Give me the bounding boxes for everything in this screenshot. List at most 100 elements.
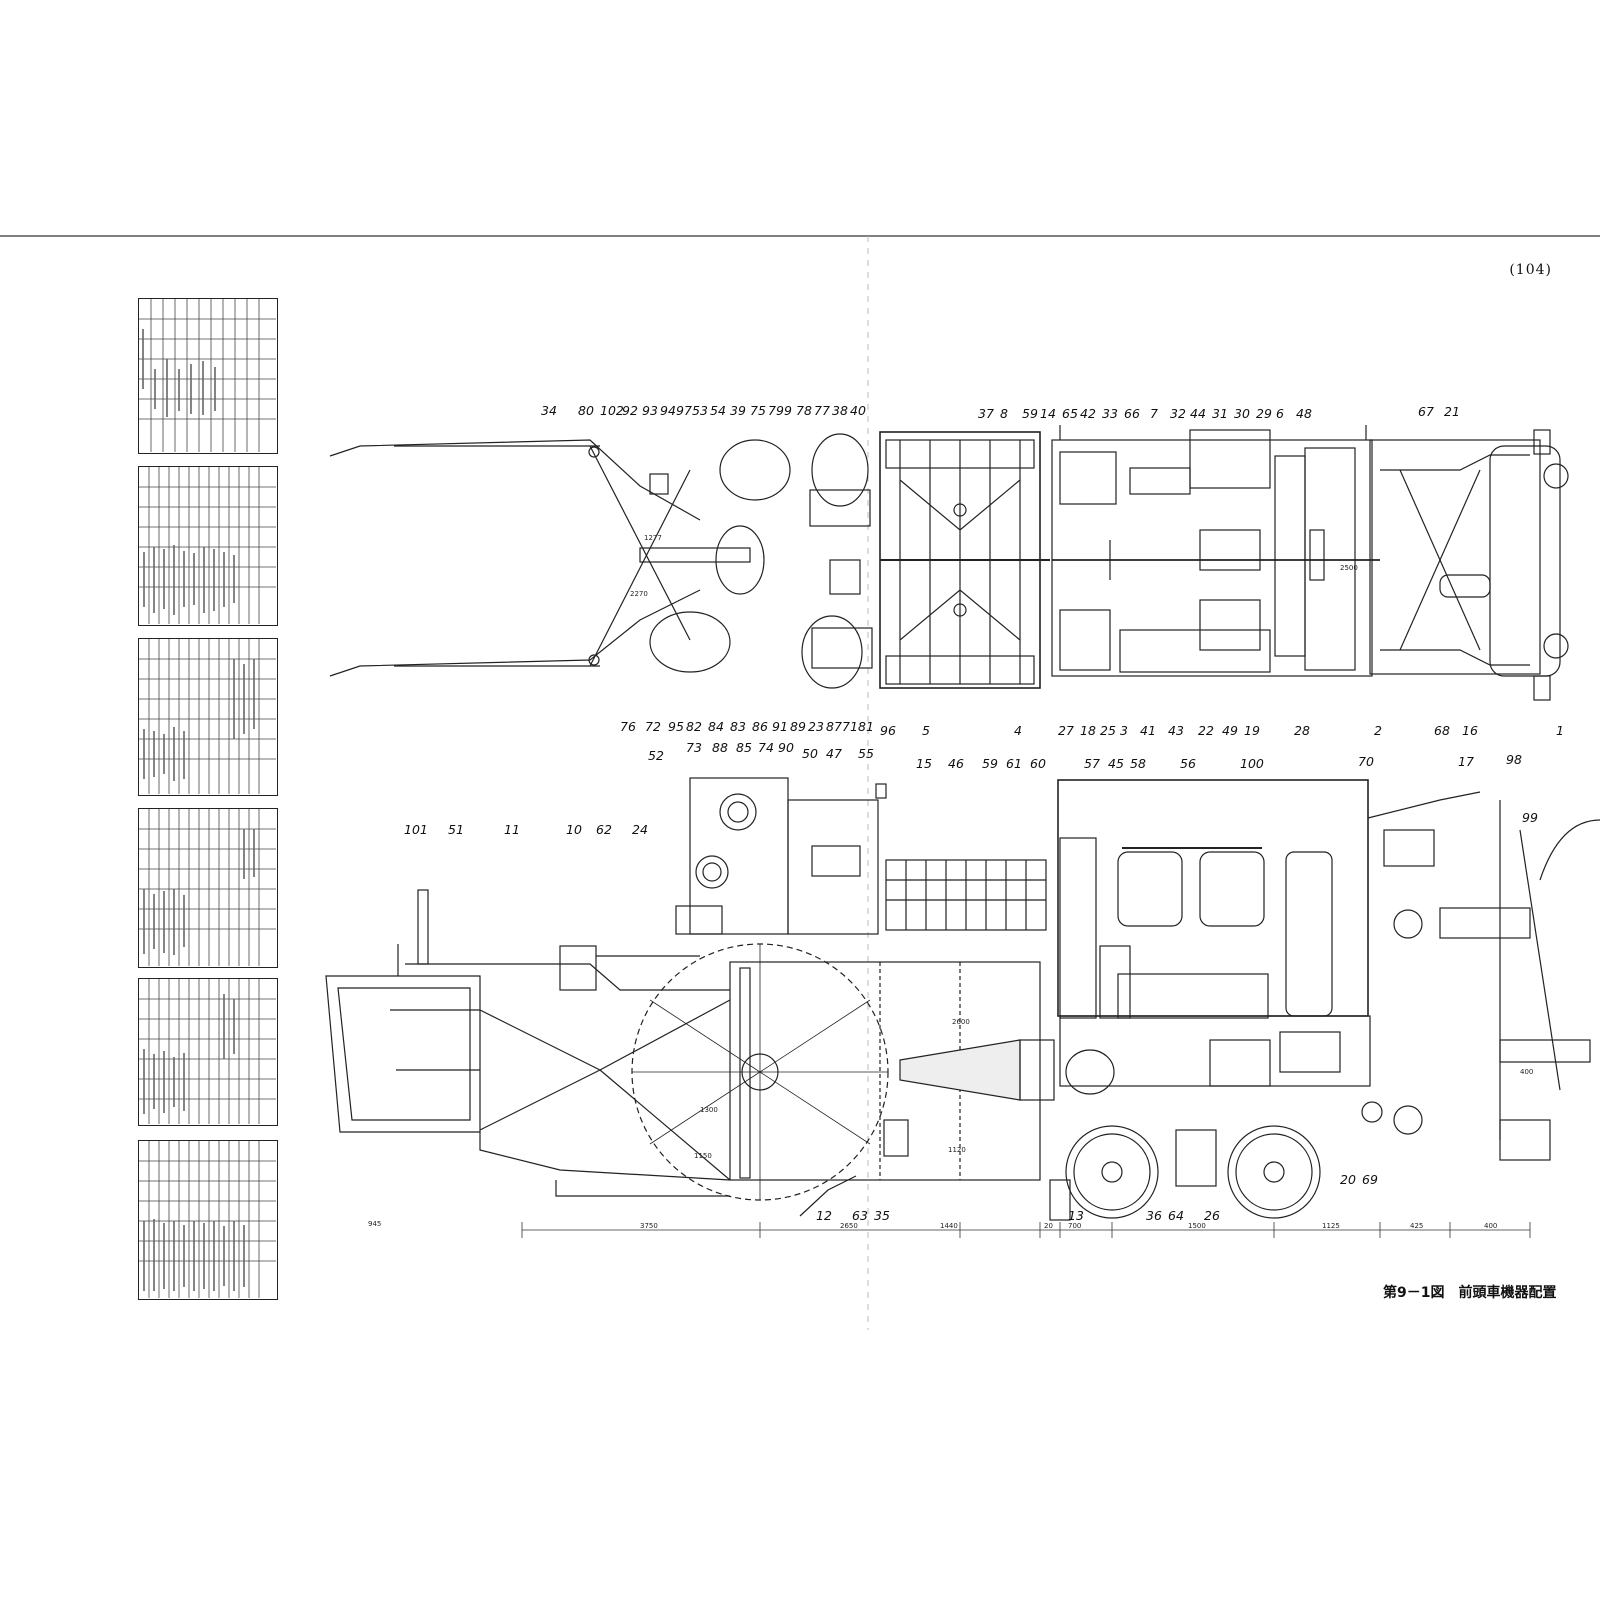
dimension: 2500 <box>1340 564 1358 572</box>
callout: 77 <box>814 403 830 418</box>
callout: 38 <box>832 403 848 418</box>
callout: 17 <box>1458 754 1474 769</box>
callout: 79 <box>768 403 784 418</box>
dimension: 20 <box>1044 1222 1053 1230</box>
callout: 67 <box>1418 404 1434 419</box>
dimension-line <box>521 1222 1531 1238</box>
callout: 85 <box>736 740 752 755</box>
callout: 29 <box>1256 406 1272 421</box>
callout: 84 <box>708 719 724 734</box>
callout: 5 <box>922 723 930 738</box>
callout: 63 <box>852 1208 868 1223</box>
side-view-left-callouts: 101 51 11 10 62 24 <box>404 822 648 837</box>
callout: 3 <box>1120 723 1128 738</box>
callout: 71 <box>842 719 858 734</box>
callout: 87 <box>826 719 842 734</box>
callout: 80 <box>578 403 594 418</box>
callout: 98 <box>1506 752 1522 767</box>
callout: 41 <box>1140 723 1156 738</box>
callout: 26 <box>1204 1208 1220 1223</box>
callout: 66 <box>1124 406 1140 421</box>
callout: 93 <box>642 403 658 418</box>
callout: 65 <box>1062 406 1078 421</box>
plan-view-top-callouts: 34 80 102 92 93 94 97 53 54 39 75 79 9 7… <box>541 403 1460 421</box>
dimension: 425 <box>1410 1222 1423 1230</box>
callout: 59 <box>982 756 998 771</box>
dimension: 1440 <box>940 1222 958 1230</box>
dimension: 400 <box>1520 1068 1533 1076</box>
callout: 64 <box>1168 1208 1184 1223</box>
callout: 11 <box>504 822 520 837</box>
callout: 95 <box>668 719 684 734</box>
callout: 90 <box>778 740 794 755</box>
callout: 4 <box>1014 723 1022 738</box>
callout: 40 <box>850 403 866 418</box>
callout: 83 <box>730 719 746 734</box>
callout: 51 <box>448 822 464 837</box>
dimension: 1125 <box>1322 1222 1340 1230</box>
parts-table-4 <box>138 808 278 968</box>
callout: 68 <box>1434 723 1450 738</box>
dimension: 1277 <box>644 534 662 542</box>
callout: 33 <box>1102 406 1118 421</box>
callout: 7 <box>1150 406 1158 421</box>
callout: 73 <box>686 740 702 755</box>
callout: 45 <box>1108 756 1124 771</box>
callout: 96 <box>880 723 896 738</box>
parts-table-3 <box>138 638 278 796</box>
parts-table-2 <box>138 466 278 626</box>
callout: 30 <box>1234 406 1250 421</box>
callout: 2 <box>1374 723 1382 738</box>
callout: 55 <box>858 746 874 761</box>
callout: 15 <box>916 756 932 771</box>
side-view <box>325 777 1600 1221</box>
plan-view-bottom-callouts: 76 72 95 82 73 88 84 85 83 86 74 91 90 8… <box>620 719 1564 755</box>
callout: 39 <box>730 403 746 418</box>
callout: 16 <box>1462 723 1478 738</box>
callout: 78 <box>796 403 812 418</box>
side-view-top-callouts: 52 50 47 55 15 46 59 61 60 57 45 58 56 1… <box>648 746 1538 825</box>
callout: 42 <box>1080 406 1096 421</box>
callout: 91 <box>772 719 788 734</box>
page-number: (104) <box>1509 262 1552 278</box>
callout: 54 <box>710 403 726 418</box>
callout: 10 <box>566 822 582 837</box>
dimension: 3750 <box>640 1222 658 1230</box>
callout: 13 <box>1068 1208 1084 1223</box>
callout: 94 <box>660 403 676 418</box>
callout: 43 <box>1168 723 1184 738</box>
callout: 20 <box>1340 1172 1356 1187</box>
side-view-bottom-callouts: 12 63 35 13 36 64 26 20 69 <box>816 1172 1378 1223</box>
callout: 31 <box>1212 406 1228 421</box>
callout: 35 <box>874 1208 890 1223</box>
callout: 89 <box>790 719 806 734</box>
callout: 97 <box>676 403 692 418</box>
callout: 57 <box>1084 756 1100 771</box>
callout: 48 <box>1296 406 1312 421</box>
callout: 74 <box>758 740 774 755</box>
callout: 46 <box>948 756 964 771</box>
callout: 92 <box>622 403 638 418</box>
callout: 101 <box>404 822 428 837</box>
callout: 50 <box>802 746 818 761</box>
callout: 49 <box>1222 723 1238 738</box>
callout: 25 <box>1100 723 1116 738</box>
callout: 34 <box>541 403 557 418</box>
callout: 6 <box>1276 406 1284 421</box>
dimension: 2600 <box>952 1018 970 1026</box>
callout: 36 <box>1146 1208 1162 1223</box>
callout: 24 <box>632 822 648 837</box>
figure-caption: 第9－1図前頭車機器配置 <box>1383 1282 1556 1302</box>
callout: 47 <box>826 746 842 761</box>
callout: 76 <box>620 719 636 734</box>
callout: 99 <box>1522 810 1538 825</box>
parts-table-1 <box>138 298 278 454</box>
parts-table-6 <box>138 1140 278 1300</box>
plan-view <box>329 425 1569 701</box>
callout: 21 <box>1444 404 1460 419</box>
callout: 37 <box>978 406 994 421</box>
callout: 82 <box>686 719 702 734</box>
callout: 19 <box>1244 723 1260 738</box>
